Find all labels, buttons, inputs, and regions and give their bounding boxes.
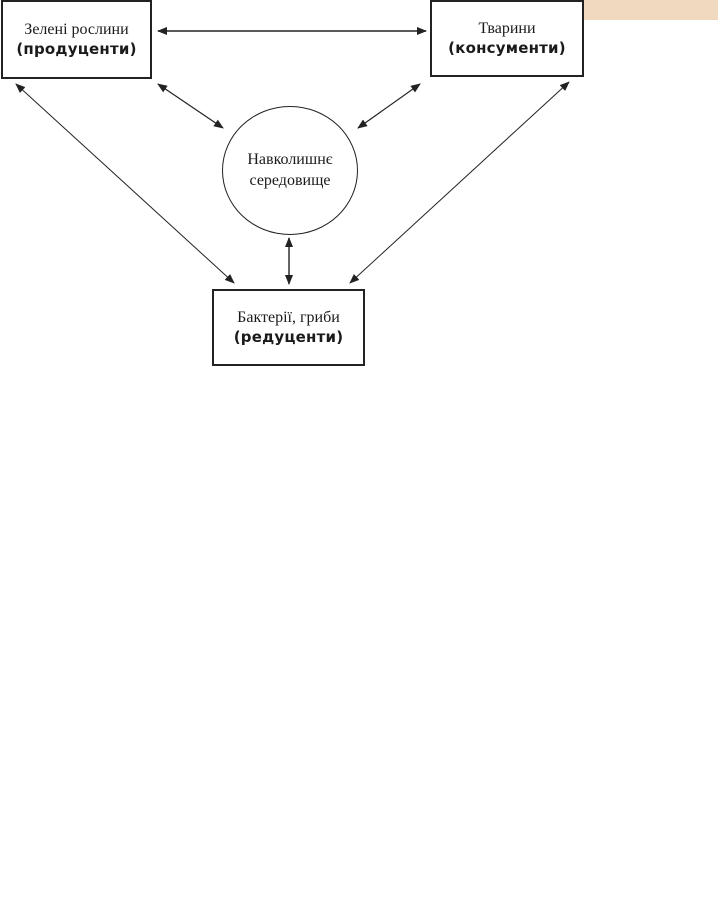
producers-name: Зелені рослини bbox=[24, 21, 129, 39]
environment-line2: середовище bbox=[249, 171, 331, 189]
page-corner-tab bbox=[583, 0, 718, 20]
arrow-consumers-decomposers bbox=[349, 81, 570, 284]
environment-circle: Навколишнє середовище bbox=[222, 106, 358, 235]
arrow-producers-decomposers bbox=[15, 83, 235, 284]
consumers-name: Тварини bbox=[478, 20, 536, 38]
environment-line1: Навколишнє bbox=[247, 150, 333, 168]
decomposers-role: (редуценти) bbox=[233, 328, 344, 347]
decomposers-name: Бактерії, гриби bbox=[237, 309, 340, 327]
producers-box: Зелені рослини (продуценти) bbox=[1, 0, 152, 79]
consumers-role: (консументи) bbox=[448, 39, 566, 58]
decomposers-box: Бактерії, гриби (редуценти) bbox=[212, 289, 365, 366]
producers-role: (продуценти) bbox=[16, 40, 137, 59]
consumers-box: Тварини (консументи) bbox=[430, 0, 584, 77]
arrow-consumers-environment bbox=[357, 83, 421, 129]
arrow-producers-environment bbox=[157, 83, 224, 129]
